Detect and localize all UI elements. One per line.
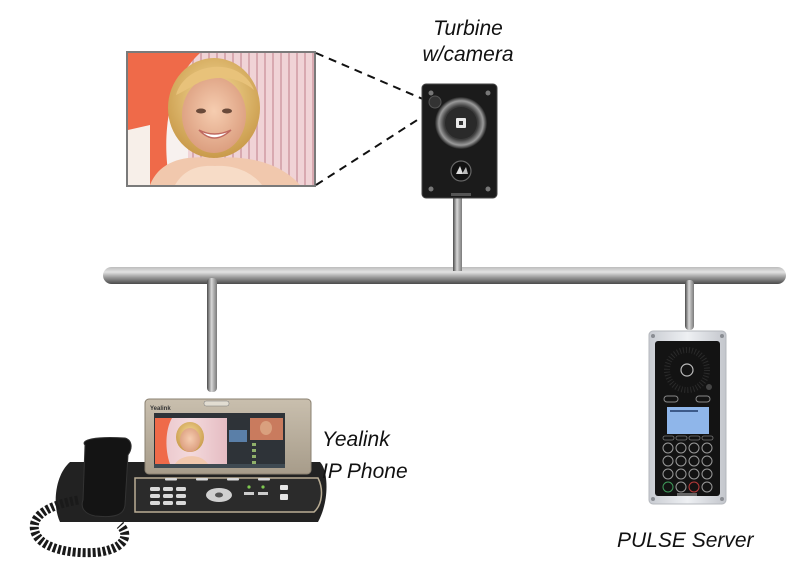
person-face bbox=[182, 77, 246, 153]
keypad bbox=[662, 442, 713, 493]
camera-snapshot bbox=[126, 51, 316, 187]
yealink-phone: Yealink bbox=[29, 398, 327, 558]
yealink-label-line1: Yealink bbox=[322, 428, 390, 451]
turbine-device bbox=[421, 83, 498, 199]
coiled-cord bbox=[29, 495, 130, 558]
handset bbox=[81, 437, 132, 518]
logo-icon bbox=[680, 363, 694, 377]
network-bus bbox=[103, 267, 786, 284]
yealink-label: Yealink IP Phone bbox=[322, 424, 408, 488]
phone-brand-logo: Yealink bbox=[150, 406, 171, 412]
pulse-device bbox=[648, 330, 727, 505]
drop-line-yealink bbox=[207, 278, 217, 392]
drop-line-pulse bbox=[685, 280, 694, 330]
turbine-label: Turbine w/camera bbox=[408, 16, 528, 68]
drop-line-turbine bbox=[453, 197, 462, 271]
pulse-label: PULSE Server bbox=[617, 529, 754, 552]
yealink-label-line2: IP Phone bbox=[322, 460, 408, 483]
turbine-label-line1: Turbine bbox=[433, 17, 503, 40]
turbine-label-line2: w/camera bbox=[422, 43, 514, 66]
phone-dialpad bbox=[150, 487, 186, 505]
callout-lines bbox=[315, 52, 426, 186]
